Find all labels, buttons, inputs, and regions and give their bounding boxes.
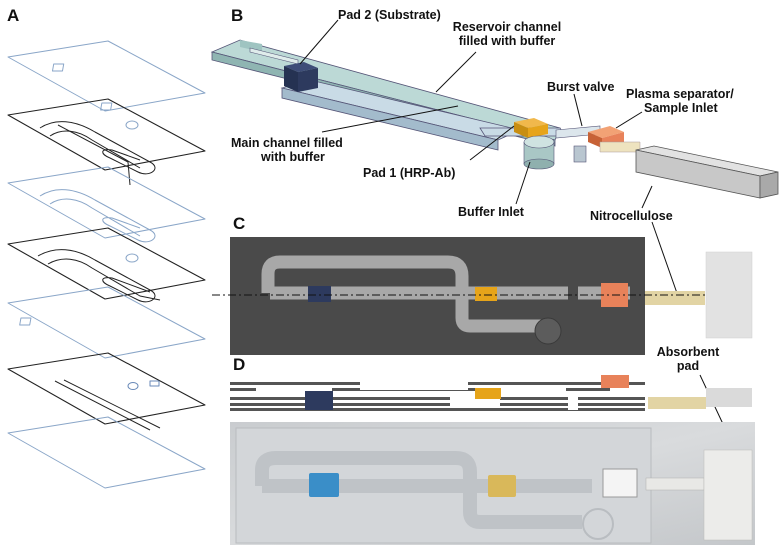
top-view-buffer-inlet: [534, 317, 562, 345]
panel-label-a: A: [7, 6, 20, 25]
label-buffer-inlet: Buffer Inlet: [458, 205, 524, 219]
label-nitrocellulose: Nitrocellulose: [590, 209, 673, 223]
label-main-channel: Main channel filled with buffer: [231, 136, 343, 164]
layer-3-channel-blue: [7, 166, 206, 263]
label-absorbent-line1: Absorbent: [656, 345, 720, 359]
cross-section-pad1: [475, 388, 501, 399]
photo-absorbent-pad: [703, 449, 753, 541]
cross-section-nitrocellulose: [648, 397, 706, 409]
layer-6-main-channel: [7, 352, 206, 431]
layer-4-channel-black: [7, 227, 206, 303]
photo-nitrocellulose: [645, 477, 705, 491]
photo-buffer-inlet: [582, 508, 614, 540]
layer-5-pad-cover: [7, 286, 206, 359]
cross-section-plasma-separator: [601, 375, 629, 388]
label-absorbent-line2: pad: [676, 359, 700, 373]
label-plasma-line1: Plasma separator/: [626, 87, 734, 101]
label-plasma-separator: Plasma separator/ Sample Inlet: [626, 87, 734, 115]
label-plasma-line2: Sample Inlet: [644, 101, 718, 115]
cross-section-pad2: [305, 391, 333, 410]
label-pad1: Pad 1 (HRP-Ab): [363, 166, 456, 180]
top-view-absorbent-pad: [705, 251, 753, 339]
panel-label-d: D: [233, 355, 246, 374]
label-reservoir-channel: Reservoir channel filled with buffer: [446, 20, 568, 48]
label-main-line1: Main channel filled: [231, 136, 343, 150]
buffer-inlet-3d: [523, 135, 555, 170]
label-burst-valve: Burst valve: [547, 80, 615, 94]
exploded-layer-stack: [7, 40, 206, 489]
pad1-cube: [514, 118, 548, 138]
photo-pad2: [309, 473, 339, 497]
top-view-pad1: [475, 287, 497, 301]
label-reservoir-line1: Reservoir channel: [452, 20, 562, 34]
photo-pad1: [488, 475, 516, 497]
layer-7-bottom: [7, 416, 206, 489]
panel-label-b: B: [231, 6, 244, 25]
absorbent-bar-3d: [635, 145, 779, 199]
top-view-gap: [568, 286, 578, 300]
label-reservoir-line2: filled with buffer: [458, 34, 556, 48]
pad2-cube: [284, 62, 318, 92]
panel-label-c: C: [233, 214, 246, 233]
label-pad2: Pad 2 (Substrate): [338, 8, 441, 22]
label-main-line2: with buffer: [261, 150, 325, 164]
layer-1-top-cover: [7, 40, 206, 130]
label-absorbent-pad: Absorbent pad: [648, 345, 728, 373]
top-view-pad2: [308, 286, 331, 302]
cross-section-absorbent-pad: [706, 388, 752, 407]
photo-plasma-separator: [602, 468, 638, 498]
layer-2-channel-black: [7, 98, 206, 186]
